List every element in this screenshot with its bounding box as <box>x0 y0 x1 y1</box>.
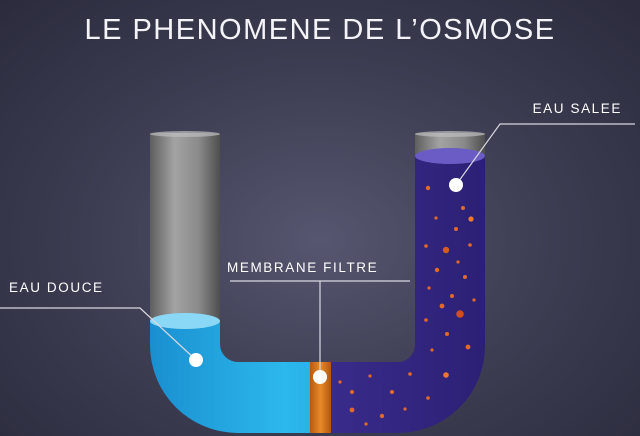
membrane-callout-line <box>230 280 410 376</box>
salt-water-label: EAU SALEE <box>532 101 622 116</box>
salt-particles <box>338 185 476 426</box>
fresh-water-label: EAU DOUCE <box>9 280 104 295</box>
fresh-water-surface <box>150 313 220 329</box>
fresh-water-marker <box>189 353 203 367</box>
fresh-water-callout-line <box>0 307 197 361</box>
page-title: LE PHENOMENE DE L’OSMOSE <box>84 14 556 46</box>
salt-water <box>330 155 486 433</box>
salt-water-callout-line <box>455 123 635 186</box>
salt-water-marker <box>449 178 463 192</box>
fresh-water <box>150 320 310 433</box>
salt-water-surface <box>415 148 485 164</box>
left-tube-top <box>150 133 220 323</box>
membrane-marker <box>313 370 327 384</box>
membrane-label: MEMBRANE FILTRE <box>227 260 379 275</box>
